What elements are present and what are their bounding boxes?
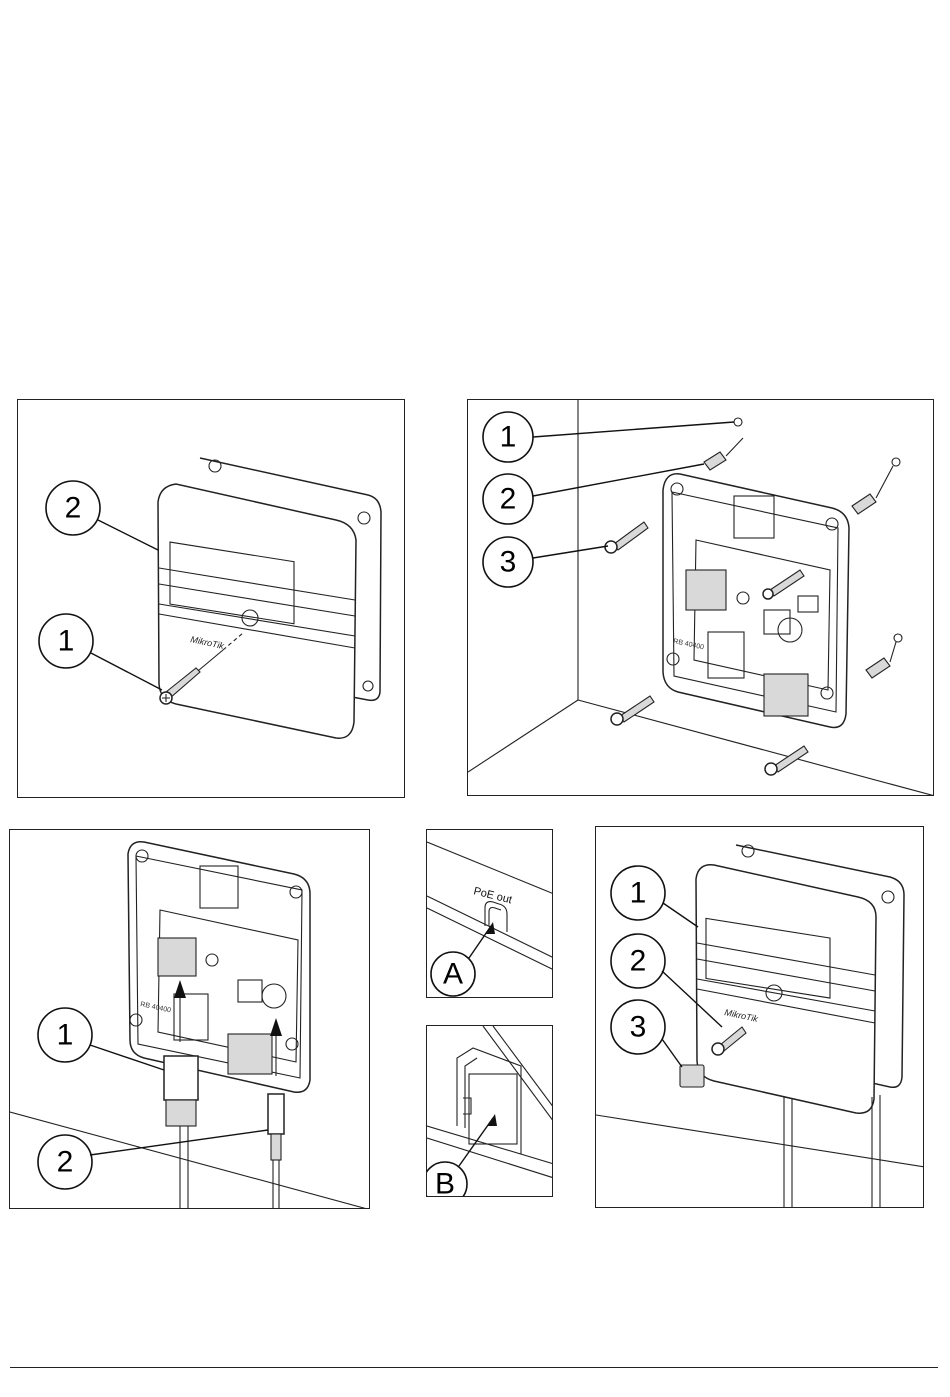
cover-closing-drawing: MikroTik 1 2 3	[596, 827, 924, 1208]
callout-1-label: 1	[500, 421, 517, 454]
callout-1-label: 1	[57, 1019, 74, 1052]
illustration-panel-wall-mounting: RB 40400 1 2 3	[467, 399, 934, 796]
cable-connection-drawing: RB 40400 1 2	[10, 830, 370, 1209]
device-cover	[696, 865, 876, 1113]
knockout-detail-drawing: B	[427, 1026, 553, 1197]
callout-2-label: 2	[65, 492, 82, 525]
wall-mounting-drawing: RB 40400 1 2 3	[468, 400, 934, 796]
illustration-panel-cover-removal: MikroTik 2 1	[17, 399, 405, 798]
callout-3-label: 3	[630, 1011, 647, 1044]
callout-2-label: 2	[57, 1146, 74, 1179]
illustration-panel-cover-closing: MikroTik 1 2 3	[595, 826, 924, 1208]
callout-1-label: 1	[58, 625, 75, 658]
illustration-detail-poe-out-port: PoE out A	[426, 829, 553, 998]
device-base-open	[128, 842, 310, 1093]
illustration-panel-cable-connection: RB 40400 1 2	[9, 829, 370, 1209]
poe-out-label: PoE out	[472, 885, 513, 906]
callout-2-label: 2	[630, 945, 647, 978]
illustration-detail-knockout: B	[426, 1025, 553, 1197]
poe-out-detail-drawing: PoE out A	[427, 830, 553, 998]
callout-b-label: B	[435, 1168, 455, 1198]
page-footer-rule	[10, 1367, 938, 1368]
callout-1-label: 1	[630, 877, 647, 910]
cover-removal-drawing: MikroTik 2 1	[18, 400, 405, 798]
callout-3-label: 3	[500, 546, 517, 579]
callout-a-label: A	[443, 958, 463, 991]
callout-2-label: 2	[500, 483, 517, 516]
